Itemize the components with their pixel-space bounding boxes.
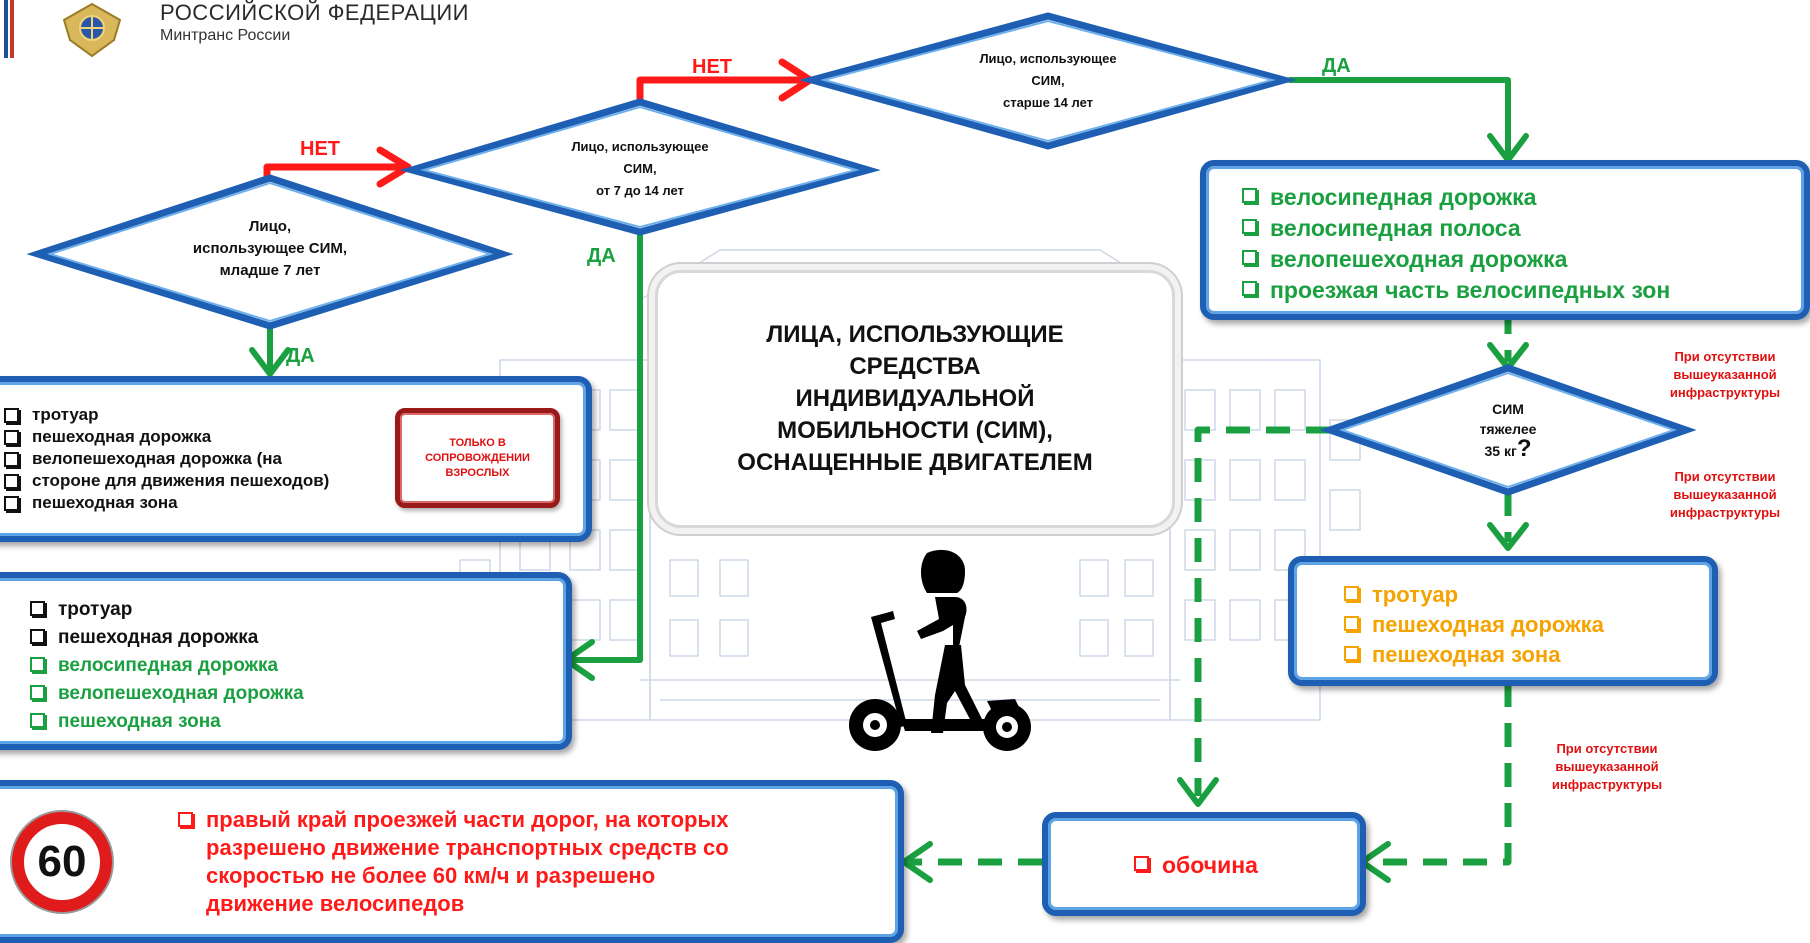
list-item: пешеходная зона [28,708,566,736]
label-yes-under7: ДА [286,345,315,367]
dashed-arrow-to-roadside [1366,683,1512,866]
list-item: пешеходная зона [1342,640,1712,670]
list-item: стороне для движения пешеходов) [2,470,586,492]
list-item: велопешеходная дорожка (на [2,448,586,470]
header-subtitle: Минтранс России [160,27,291,44]
list-item: пешеходная дорожка [2,426,586,448]
diamond-under7 [26,174,514,330]
age7to14-list: тротуар пешеходная дорожка велосипедная … [28,596,566,736]
label-no-1: НЕТ [300,138,340,160]
list-item: обочина [1132,850,1360,880]
list-item: велопешеходная дорожка [28,680,566,708]
list-item: пешеходная зона [2,492,586,514]
list-item: велосипедная дорожка [1240,182,1804,213]
yes-arrow-over14 [1287,77,1529,163]
list-item: тротуар [1342,580,1712,610]
list-item: пешеходная дорожка [1342,610,1712,640]
electric-scooter-rider-icon [849,549,1031,751]
list-item: велопешеходная дорожка [1240,244,1804,275]
list-item: проезжая часть велосипедных зон [1240,275,1804,306]
speed-limit-sign-icon: 60 [12,812,112,912]
under7-list: тротуар пешеходная дорожка велопешеходна… [2,404,586,514]
label-no-2: НЕТ [692,56,732,78]
list-item: пешеходная дорожка [28,624,566,652]
diamond-over14 [798,12,1298,150]
box-over14: велосипедная дорожка велосипедная полоса… [1200,160,1810,320]
header-flag-blue [4,0,8,58]
header-flag-red [10,0,14,58]
roadside-list: обочина [1132,850,1360,880]
heavy-no-list: тротуар пешеходная дорожка пешеходная зо… [1342,580,1712,670]
list-item: тротуар [28,596,566,624]
road-edge-list: правый край проезжей части дорог, на кот… [176,806,866,918]
box-roadside: обочина [1042,812,1366,916]
label-yes-over14: ДА [1322,55,1351,77]
box-heavy-no: тротуар пешеходная дорожка пешеходная зо… [1288,556,1718,686]
dashed-arrow-heavy-yes [1194,426,1330,796]
center-title: ЛИЦА, ИСПОЛЬЗУЮЩИЕ СРЕДСТВА ИНДИВИДУАЛЬН… [737,321,1093,476]
header: РОССИЙСКОЙ ФЕДЕРАЦИИ Минтранс России [160,0,469,46]
header-title: РОССИЙСКОЙ ФЕДЕРАЦИИ [160,0,469,25]
list-item: тротуар [2,404,586,426]
over14-list: велосипедная дорожка велосипедная полоса… [1240,182,1804,306]
list-item: велосипедная полоса [1240,213,1804,244]
ministry-emblem-icon [62,2,122,58]
list-item: правый край проезжей части дорог, на кот… [176,806,866,918]
box-7to14: тротуар пешеходная дорожка велосипедная … [0,572,572,750]
label-yes-7to14: ДА [587,245,616,267]
box-road-edge: правый край проезжей части дорог, на кот… [0,780,904,943]
list-item: велосипедная дорожка [28,652,566,680]
diamond-under7-text: Лицо,использующее СИМ,младше 7 лет [192,218,348,279]
center-title-box: ЛИЦА, ИСПОЛЬЗУЮЩИЕ СРЕДСТВА ИНДИВИДУАЛЬН… [655,270,1175,528]
diamond-7to14 [399,98,881,236]
diamond-heavy [1319,364,1697,496]
